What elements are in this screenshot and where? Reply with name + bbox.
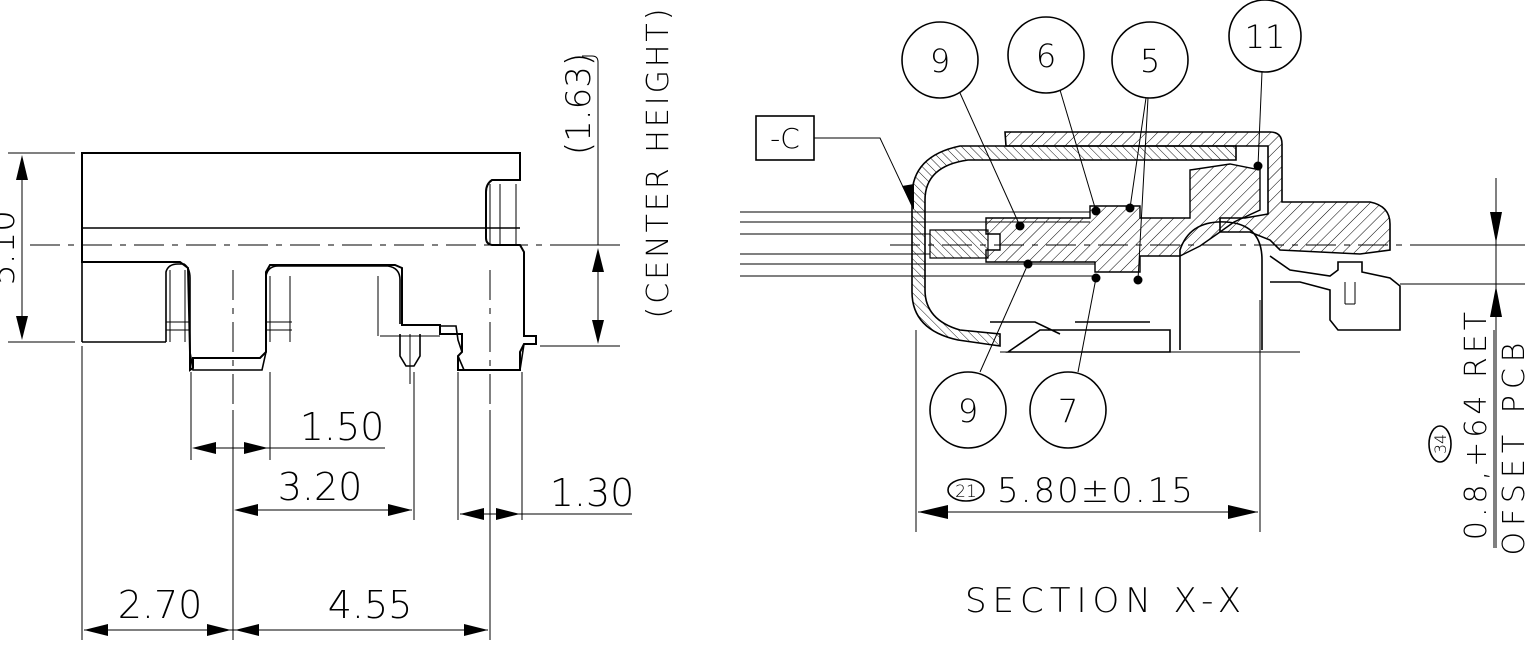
middle-pin xyxy=(265,265,401,352)
note-ref-34 xyxy=(1428,425,1452,463)
side-view: 5.10 (1.63) (CENTER HEIGHT) 1.50 3.20 1.… xyxy=(0,6,676,640)
center-height-arrow-top xyxy=(592,248,604,272)
dim-130-value: 1.30 xyxy=(550,471,635,515)
center-height-leader xyxy=(582,55,599,245)
offset-line-1: 0.8,+64 RET xyxy=(1459,308,1494,540)
balloon-5: 5 xyxy=(1111,21,1189,281)
right-tail xyxy=(1269,255,1401,331)
balloon-9-top: 9 xyxy=(901,21,1021,227)
dim-270-value: 2.70 xyxy=(118,583,203,627)
svg-text:9: 9 xyxy=(958,392,978,430)
housing-base xyxy=(990,321,1171,353)
dim-270-arrow-right xyxy=(207,624,231,636)
middle-pin-detail xyxy=(266,276,440,342)
dim-455-arrow-right xyxy=(464,624,488,636)
offset-arrow-bottom xyxy=(1490,286,1502,317)
offset-line-2: OFSET PCB xyxy=(1497,337,1530,556)
center-height-value: (1.63) xyxy=(559,53,599,155)
connector-body-outline xyxy=(81,152,537,372)
section-title: SECTION X-X xyxy=(965,581,1247,621)
dim-150-arrow-left xyxy=(192,442,216,454)
height-arrow-top xyxy=(16,155,28,180)
dim-320-arrow-left xyxy=(234,504,258,516)
length-dim-value: 5.80±0.15 xyxy=(997,471,1195,511)
balloon-7: 7 xyxy=(1029,277,1107,449)
front-hood xyxy=(911,145,1237,347)
note-ref-21 xyxy=(947,478,985,502)
datum-label: -C xyxy=(770,122,800,155)
length-arrow-left xyxy=(918,505,948,519)
dim-150-value: 1.50 xyxy=(300,405,385,449)
left-pin xyxy=(165,263,267,371)
center-height-arrow-bottom xyxy=(592,320,604,344)
dim-150-arrow-right xyxy=(244,442,268,454)
dim-130-arrow-left xyxy=(460,508,484,520)
left-pin-detail xyxy=(166,270,190,342)
right-latch xyxy=(440,325,463,353)
center-pin xyxy=(929,229,989,259)
svg-text:6: 6 xyxy=(1036,37,1056,75)
height-arrow-bottom xyxy=(16,316,28,340)
dim-320-arrow-right xyxy=(388,504,412,516)
dim-130-arrow-right xyxy=(496,508,520,520)
lower-right-foot xyxy=(457,343,525,371)
dim-455-value: 4.55 xyxy=(328,583,413,627)
dim-455-arrow-left xyxy=(235,624,259,636)
inner-contact xyxy=(985,163,1261,273)
mating-cavity xyxy=(1179,221,1263,350)
datum-arrow xyxy=(902,184,914,210)
svg-text:9: 9 xyxy=(930,42,950,80)
overall-height-value: 5.10 xyxy=(0,210,23,286)
svg-text:5: 5 xyxy=(1140,42,1160,80)
svg-text:7: 7 xyxy=(1058,392,1078,430)
dim-320-value: 3.20 xyxy=(278,465,363,509)
balloon-6: 6 xyxy=(1007,16,1097,212)
svg-text:11: 11 xyxy=(1245,18,1286,56)
note-ref-21-label: 21 xyxy=(955,482,977,502)
note-ref-34-label: 34 xyxy=(1431,434,1450,454)
length-arrow-right xyxy=(1228,505,1258,519)
section-view: -C 9 6 5 11 9 7 xyxy=(740,0,1530,621)
datum-leader xyxy=(814,137,913,207)
center-height-label: (CENTER HEIGHT) xyxy=(641,6,676,319)
offset-arrow-top xyxy=(1490,212,1502,243)
right-latch-detail xyxy=(489,184,517,244)
right-tail-detail xyxy=(1344,282,1356,305)
dim-270-arrow-left xyxy=(84,624,108,636)
balloon-9-bottom: 9 xyxy=(929,263,1029,449)
balloon-11: 11 xyxy=(1228,0,1302,167)
